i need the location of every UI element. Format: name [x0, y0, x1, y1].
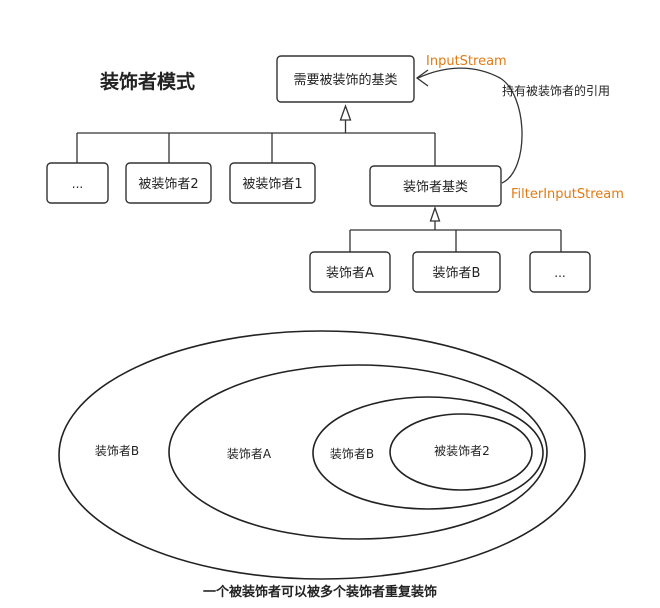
inner-ellipse-label: 装饰者B [330, 447, 374, 461]
dots-left-box [46, 162, 109, 204]
decorated2-box [125, 162, 212, 204]
decorated2-label: 被装饰者2 [138, 177, 198, 192]
diagram-caption: 一个被装饰者可以被多个装饰者重复装饰 [203, 584, 437, 600]
dots-right-box [529, 251, 591, 293]
base-class-box [276, 55, 415, 103]
inherit-triangle-bottom [429, 206, 441, 222]
inherit-triangle-top [339, 104, 352, 121]
input-stream-label: InputStream [426, 54, 507, 69]
decorated1-label: 被装饰者1 [242, 177, 302, 192]
core-ellipse [389, 413, 533, 491]
decorator-base-label: 装饰者基类 [403, 180, 468, 195]
decoratorA-box [309, 251, 391, 293]
core-ellipse-label: 被装饰者2 [434, 444, 490, 458]
diagram-title: 装饰者模式 [99, 70, 195, 93]
reference-label: 持有被装饰者的引用 [502, 83, 610, 98]
filter-input-stream-label: FilterInputStream [511, 187, 624, 202]
middle-ellipse-label: 装饰者A [227, 447, 272, 461]
outer-ellipse-label: 装饰者B [95, 444, 139, 458]
decorator-base-box [369, 165, 502, 207]
dots-right-label: ... [554, 266, 565, 280]
decorated1-box [229, 162, 316, 204]
decoratorB-label: 装饰者B [433, 266, 481, 281]
reference-arrowhead [415, 69, 429, 87]
base-class-label: 需要被装饰的基类 [293, 72, 397, 88]
dots-left-label: ... [72, 177, 83, 191]
reference-arrow [417, 67, 523, 184]
decoratorA-label: 装饰者A [326, 266, 374, 281]
decoratorB-box [412, 251, 501, 293]
